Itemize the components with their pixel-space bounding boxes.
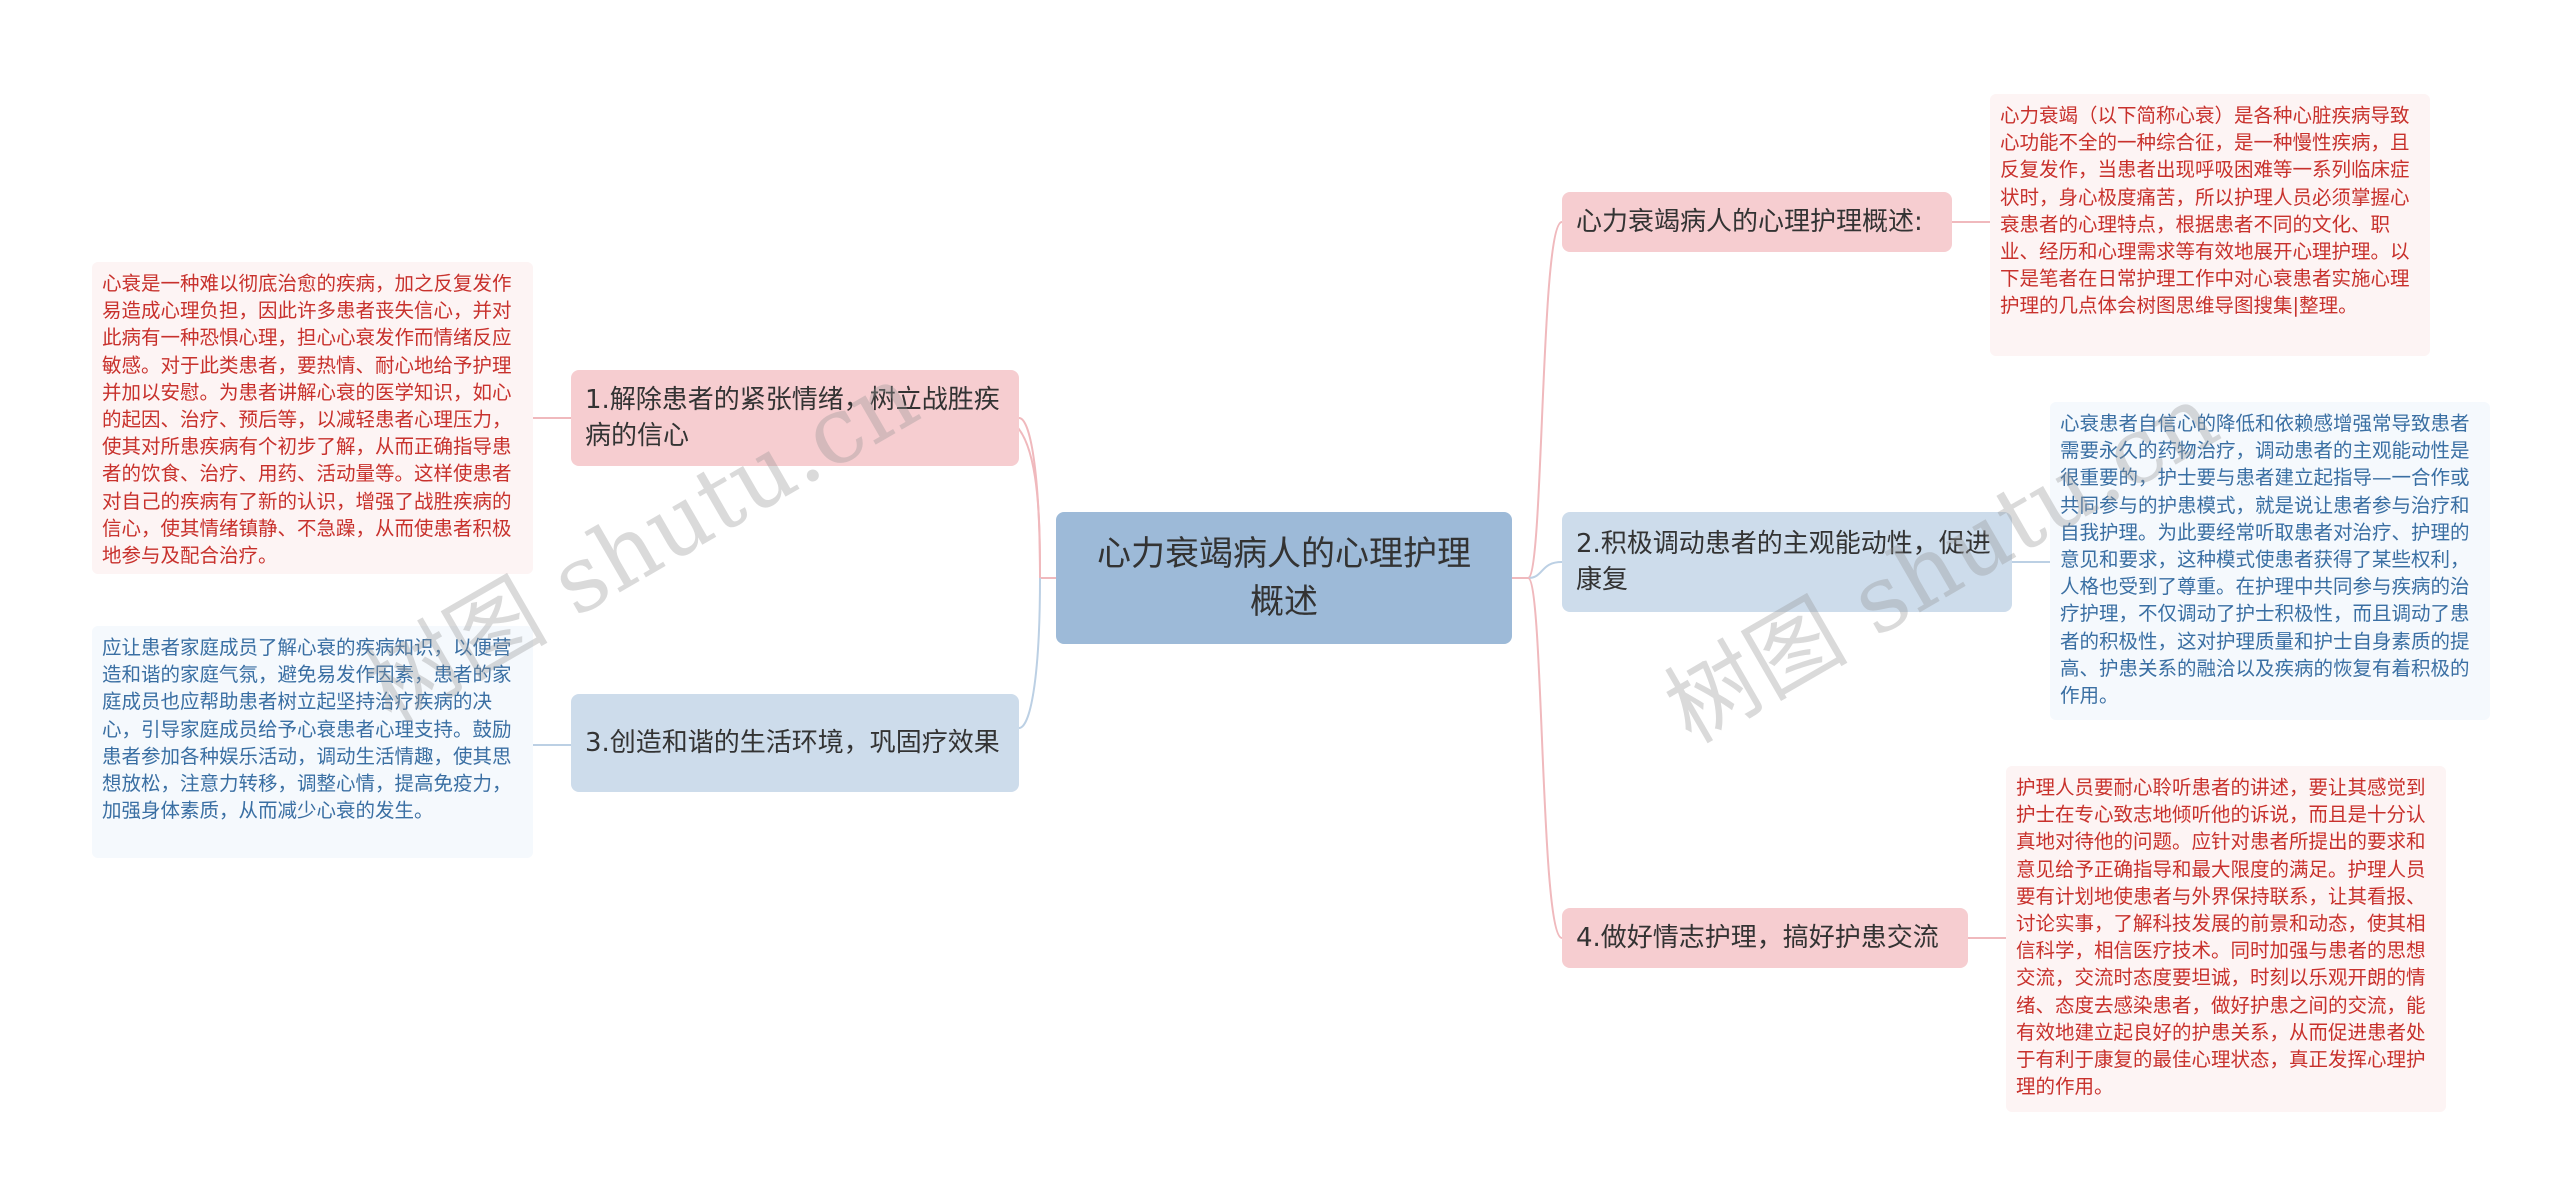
branch-node-2[interactable]: 2.积极调动患者的主观能动性，促进康复	[1562, 512, 2012, 612]
leaf-note-2: 心衰患者自信心的降低和依赖感增强常导致患者需要永久的药物治疗，调动患者的主观能动…	[2050, 402, 2490, 720]
leaf-note-3: 应让患者家庭成员了解心衰的疾病知识，以便营造和谐的家庭气氛，避免易发作因素，患者…	[92, 626, 533, 858]
branch-node-1[interactable]: 1.解除患者的紧张情绪，树立战胜疾病的信心	[571, 370, 1019, 466]
leaf-note-1: 心衰是一种难以彻底治愈的疾病，加之反复发作易造成心理负担，因此许多患者丧失信心，…	[92, 262, 533, 574]
leaf-note-overview: 心力衰竭（以下简称心衰）是各种心脏疾病导致心功能不全的一种综合征，是一种慢性疾病…	[1990, 94, 2430, 356]
branch-node-3[interactable]: 3.创造和谐的生活环境，巩固疗效果	[571, 694, 1019, 792]
link-to-branch-4	[1512, 577, 1563, 939]
link-to-branch-3	[1018, 577, 1041, 729]
link-to-branch-2	[1512, 561, 1563, 579]
root-topic[interactable]: 心力衰竭病人的心理护理概述	[1056, 512, 1512, 644]
leaf-note-4: 护理人员要耐心聆听患者的讲述，要让其感觉到护士在专心致志地倾听他的诉说，而且是十…	[2006, 766, 2446, 1112]
link-to-branch-a	[1512, 221, 1563, 579]
branch-node-4[interactable]: 4.做好情志护理，搞好护患交流	[1562, 908, 1968, 968]
link-to-branch-1	[1018, 417, 1041, 579]
branch-node-overview[interactable]: 心力衰竭病人的心理护理概述:	[1562, 192, 1952, 252]
